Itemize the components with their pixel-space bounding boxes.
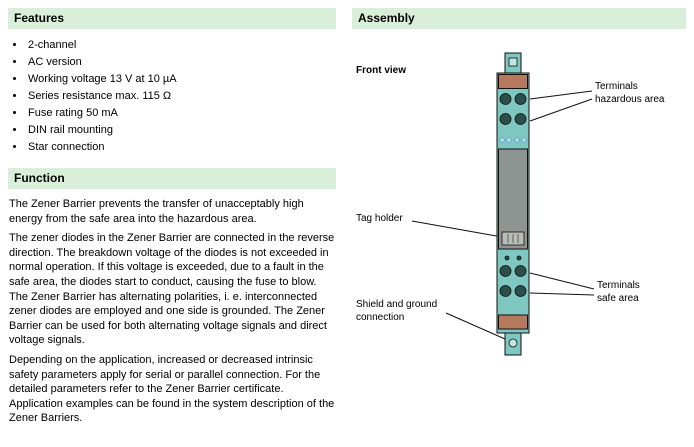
function-paragraph: The Zener Barrier prevents the transfer … — [9, 198, 304, 225]
top-tab-slot — [508, 57, 518, 67]
features-header: Features — [8, 8, 336, 29]
bottom-cap — [498, 314, 528, 330]
front-view-label: Front view — [356, 65, 407, 76]
function-paragraph: The zener diodes in the Zener Barrier ar… — [9, 232, 335, 347]
terminals-safe-label: Terminals safe area — [597, 280, 640, 304]
feature-item: Working voltage 13 V at 10 µA — [26, 71, 336, 88]
leader-lines — [411, 90, 595, 340]
feature-item: Fuse rating 50 mA — [26, 105, 336, 122]
tag-holder-label: Tag holder — [356, 213, 403, 224]
function-header: Function — [8, 168, 336, 189]
feature-item: DIN rail mounting — [26, 122, 336, 139]
function-title: Function — [14, 171, 65, 185]
terminals-hazardous-area — [499, 93, 527, 125]
feature-item: AC version — [26, 54, 336, 71]
right-column: Assembly — [352, 8, 686, 440]
indicator-dots — [499, 137, 527, 143]
device-body — [496, 52, 530, 356]
top-cap — [498, 74, 528, 89]
feature-item: Star connection — [26, 139, 336, 156]
assembly-title: Assembly — [358, 11, 415, 25]
feature-item: 2-channel — [26, 37, 336, 54]
features-list: 2-channel AC version Working voltage 13 … — [8, 37, 336, 156]
assembly-diagram: Front view Terminals hazardous area Tag … — [352, 37, 686, 439]
assembly-header: Assembly — [352, 8, 686, 29]
feature-item: Series resistance max. 115 Ω — [26, 88, 336, 105]
ground-screw — [508, 338, 518, 348]
terminals-hazardous-label: Terminals hazardous area — [595, 81, 665, 105]
function-paragraph: Depending on the application, increased … — [9, 353, 335, 425]
left-column: Features 2-channel AC version Working vo… — [8, 8, 336, 431]
features-title: Features — [14, 11, 65, 25]
zener-barrier-front-view-illustration — [411, 52, 595, 356]
shield-ground-label: Shield and ground connection — [356, 299, 438, 323]
terminals-safe-area — [499, 255, 527, 297]
tag-holder — [501, 231, 525, 246]
